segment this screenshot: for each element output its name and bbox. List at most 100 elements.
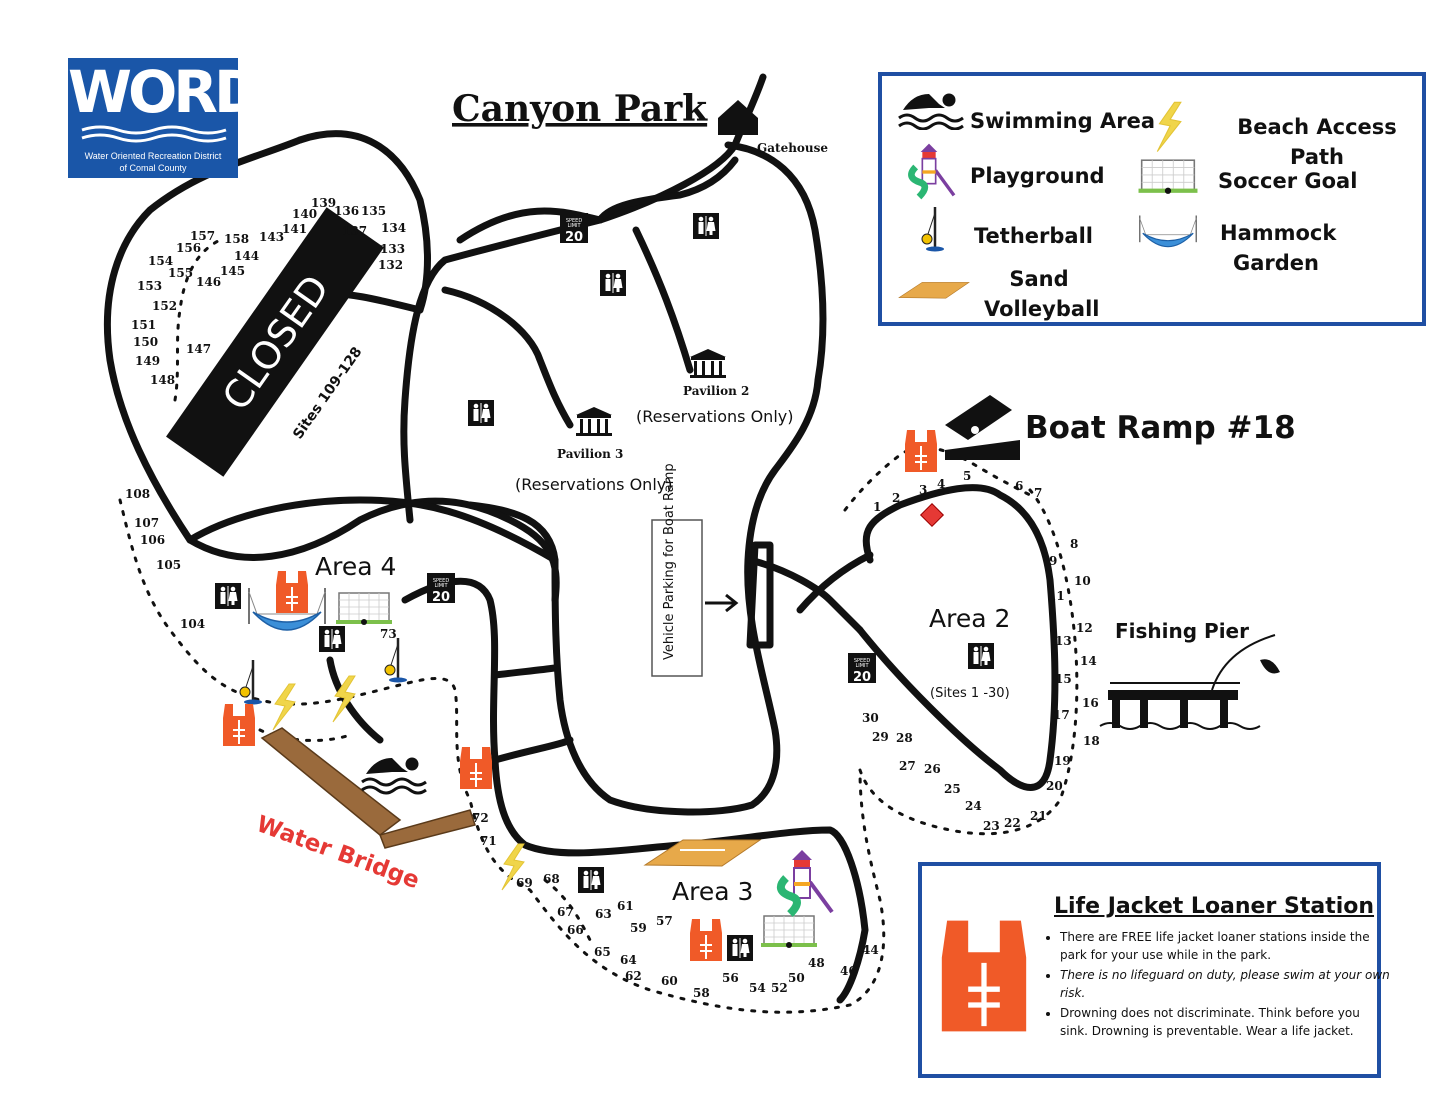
water-bridge-label: Water Bridge bbox=[253, 811, 423, 894]
campsite-number: 19 bbox=[1054, 754, 1071, 768]
campsite-number: 107 bbox=[134, 516, 159, 530]
vehicle-parking-line: Vehicle Parking for Boat Ramp bbox=[662, 463, 677, 660]
life-jacket-bullet: Drowning does not discriminate. Think be… bbox=[1060, 1004, 1390, 1040]
vehicle-parking-box bbox=[651, 519, 703, 677]
restroom-icon bbox=[467, 399, 495, 427]
campsite-number: 54 bbox=[749, 981, 766, 995]
gatehouse-icon bbox=[718, 100, 758, 135]
life-jacket-station-icon bbox=[689, 918, 723, 962]
campsite-number: 50 bbox=[788, 971, 805, 985]
campsite-number: 68 bbox=[543, 872, 560, 886]
restroom-icon bbox=[214, 582, 242, 610]
campsite-number: 71 bbox=[480, 834, 497, 848]
campsite-number: 69 bbox=[516, 876, 533, 890]
life-jacket-bullet: There are FREE life jacket loaner statio… bbox=[1060, 928, 1390, 964]
soccer-goal-icon bbox=[760, 915, 818, 949]
campsite-number: 44 bbox=[862, 943, 879, 957]
speed-limit-sign bbox=[848, 653, 876, 685]
campsite-number: 140 bbox=[292, 207, 317, 221]
playground-icon bbox=[781, 850, 832, 914]
legend-sand: Sand Volleyball bbox=[984, 264, 1099, 324]
restroom-icon bbox=[726, 934, 754, 962]
logo-waves bbox=[81, 125, 227, 143]
campsite-number: 16 bbox=[1082, 696, 1099, 710]
campsite-number: 2 bbox=[892, 491, 900, 505]
campsite-number: 13 bbox=[1055, 634, 1072, 648]
restroom-icon bbox=[599, 269, 627, 297]
campsite-number: 17 bbox=[1053, 708, 1070, 722]
legend-playground: Playground bbox=[970, 164, 1105, 188]
speed-limit-sign bbox=[560, 213, 588, 245]
water-bridge-icon bbox=[260, 727, 476, 849]
legend-beach: Beach Access Path bbox=[1237, 115, 1397, 169]
soccer-goal-icon bbox=[335, 592, 393, 626]
life-jacket-station-icon bbox=[459, 746, 493, 790]
campsite-number: 149 bbox=[135, 354, 160, 368]
life-jacket-station-icon bbox=[222, 703, 256, 747]
campsite-number: 155 bbox=[168, 266, 193, 280]
campsite-number: 8 bbox=[1070, 537, 1078, 551]
restroom-icon bbox=[692, 212, 720, 240]
legend-hammock-line-2: Garden bbox=[1233, 251, 1319, 275]
campsite-number: 9 bbox=[1049, 554, 1057, 568]
campsite-number: 106 bbox=[140, 533, 165, 547]
campsite-number: 144 bbox=[234, 249, 259, 263]
campsite-number: 153 bbox=[137, 279, 162, 293]
campsite-number: 4 bbox=[937, 477, 945, 491]
life-jacket-icon bbox=[936, 918, 1032, 1034]
pavilion-2-label: Pavilion 2 bbox=[683, 384, 749, 398]
campsite-number: 65 bbox=[594, 945, 611, 959]
campsite-number: 59 bbox=[630, 921, 647, 935]
boat-ramp-label: Boat Ramp #18 bbox=[1025, 410, 1296, 446]
campsite-number: 63 bbox=[595, 907, 612, 921]
campsite-number: 154 bbox=[148, 254, 173, 268]
area-4-label: Area 4 bbox=[315, 552, 396, 581]
hammock-garden-icon bbox=[1139, 214, 1197, 248]
campsite-number: 145 bbox=[220, 264, 245, 278]
pavilion-2-note: (Reservations Only) bbox=[636, 407, 793, 426]
life-jacket-panel: Life Jacket Loaner Station There are FRE… bbox=[918, 862, 1390, 1078]
soccer-goal-icon bbox=[1137, 159, 1199, 195]
tetherball-icon bbox=[920, 205, 946, 253]
logo-line-1: Water Oriented Recreation District bbox=[84, 151, 222, 161]
campsite-number: 136 bbox=[334, 204, 359, 218]
campsite-number: 156 bbox=[176, 241, 201, 255]
tetherball-icon bbox=[383, 636, 409, 684]
campsite-number: 60 bbox=[661, 974, 678, 988]
campsite-number: 46 bbox=[840, 964, 857, 978]
campsite-number: 26 bbox=[924, 762, 941, 776]
campsite-number: 137 bbox=[342, 224, 367, 238]
campsite-number: 28 bbox=[896, 731, 913, 745]
boat-ramp-marker bbox=[919, 502, 945, 528]
restroom-icon bbox=[318, 625, 346, 653]
campsite-number: 25 bbox=[944, 782, 961, 796]
campsite-number: 146 bbox=[196, 275, 221, 289]
logo-line-2: of Comal County bbox=[119, 163, 187, 173]
campsite-number: 134 bbox=[381, 221, 406, 235]
gatehouse-label: Gatehouse bbox=[757, 141, 828, 155]
campsite-number: 18 bbox=[1083, 734, 1100, 748]
parking-arrow-icon bbox=[705, 593, 739, 613]
campsite-number: 66 bbox=[567, 923, 584, 937]
campsite-number: 104 bbox=[180, 617, 205, 631]
campsite-number: 67 bbox=[557, 905, 574, 919]
campsite-number: 72 bbox=[472, 811, 489, 825]
vehicle-parking-label: Vehicle Parking for Boat Ramp bbox=[662, 463, 677, 660]
pavilion-2-icon bbox=[690, 349, 726, 378]
pavilion-3-note: (Reservations Only) bbox=[515, 475, 672, 494]
campsite-number: 150 bbox=[133, 335, 158, 349]
restroom-icon bbox=[967, 642, 995, 670]
campsite-number: 20 bbox=[1046, 779, 1063, 793]
area-2-label: Area 2 bbox=[929, 604, 1010, 633]
fishing-pier-label: Fishing Pier bbox=[1115, 619, 1249, 643]
legend-sand-line-1: Sand bbox=[1009, 267, 1069, 291]
campsite-number: 15 bbox=[1055, 672, 1072, 686]
campsite-number: 158 bbox=[224, 232, 249, 246]
campsite-number: 1 bbox=[873, 500, 881, 514]
campsite-number: 152 bbox=[152, 299, 177, 313]
campsite-number: 57 bbox=[656, 914, 673, 928]
campsite-number: 27 bbox=[899, 759, 916, 773]
campsite-number: 108 bbox=[125, 487, 150, 501]
